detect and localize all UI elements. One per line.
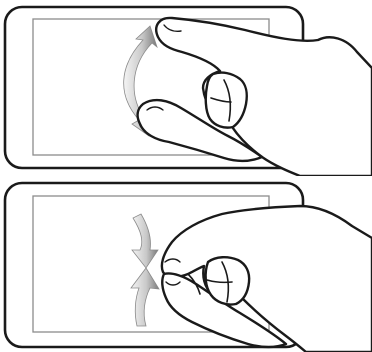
pinch-gesture-panel: [0, 176, 372, 352]
spread-gesture-panel: [0, 0, 372, 176]
pinch-gesture-illustration: [0, 176, 372, 352]
spread-gesture-illustration: [0, 0, 372, 176]
